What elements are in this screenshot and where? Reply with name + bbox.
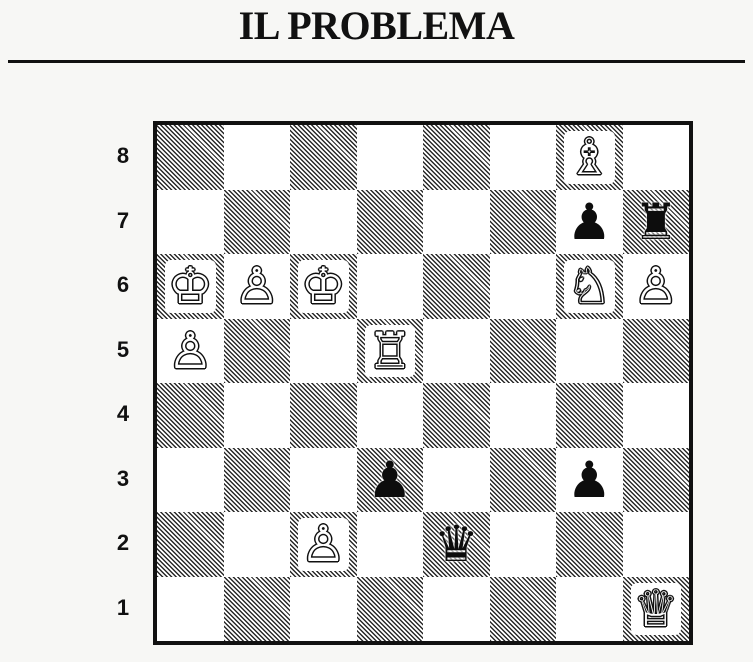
rank-label-8: 8 [108,143,138,169]
square-g4[interactable] [556,383,623,448]
square-d6[interactable] [357,254,424,319]
square-c1[interactable] [290,577,357,642]
square-h5[interactable] [623,319,690,384]
square-b8[interactable] [224,125,291,190]
square-b5[interactable] [224,319,291,384]
square-a6[interactable]: ♔ [157,254,224,319]
square-f5[interactable] [490,319,557,384]
square-f6[interactable] [490,254,557,319]
square-c3[interactable] [290,448,357,513]
square-h8[interactable] [623,125,690,190]
square-d3[interactable]: ♟ [357,448,424,513]
white-pawn-icon[interactable]: ♙ [633,261,678,311]
square-e8[interactable] [423,125,490,190]
rank-label-6: 6 [108,272,138,298]
square-g8[interactable]: ♗ [556,125,623,190]
white-queen-icon[interactable]: ♕ [633,584,678,634]
square-c7[interactable] [290,190,357,255]
square-h1[interactable]: ♕ [623,577,690,642]
square-c2[interactable]: ♙ [290,512,357,577]
square-d4[interactable] [357,383,424,448]
square-a5[interactable]: ♙ [157,319,224,384]
chess-board: ♗ ♟ ♜ ♔ ♙ ♔ ♘ ♙ ♙ ♖ ♟ ♟ ♙ ♛ ♕ [153,121,693,645]
square-f1[interactable] [490,577,557,642]
black-pawn-icon[interactable]: ♟ [367,455,412,505]
white-bishop-icon[interactable]: ♗ [567,132,612,182]
square-d5[interactable]: ♖ [357,319,424,384]
square-d7[interactable] [357,190,424,255]
square-b6[interactable]: ♙ [224,254,291,319]
black-rook-icon[interactable]: ♜ [633,197,678,247]
square-f4[interactable] [490,383,557,448]
white-pawn-icon[interactable]: ♙ [168,326,213,376]
square-g5[interactable] [556,319,623,384]
scan-artifacts [150,646,690,662]
square-h2[interactable] [623,512,690,577]
white-knight-icon[interactable]: ♘ [567,261,612,311]
white-rook-icon[interactable]: ♖ [367,326,412,376]
square-e4[interactable] [423,383,490,448]
square-d1[interactable] [357,577,424,642]
square-b7[interactable] [224,190,291,255]
square-g7[interactable]: ♟ [556,190,623,255]
square-b3[interactable] [224,448,291,513]
square-f8[interactable] [490,125,557,190]
rank-label-5: 5 [108,337,138,363]
square-d2[interactable] [357,512,424,577]
square-b2[interactable] [224,512,291,577]
square-c4[interactable] [290,383,357,448]
square-a4[interactable] [157,383,224,448]
page-title: IL PROBLEMA [0,2,753,49]
square-b4[interactable] [224,383,291,448]
square-h6[interactable]: ♙ [623,254,690,319]
black-pawn-icon[interactable]: ♟ [567,197,612,247]
square-e2[interactable]: ♛ [423,512,490,577]
white-king-icon[interactable]: ♔ [301,261,346,311]
black-pawn-icon[interactable]: ♟ [567,455,612,505]
square-a2[interactable] [157,512,224,577]
square-h4[interactable] [623,383,690,448]
square-e5[interactable] [423,319,490,384]
square-e6[interactable] [423,254,490,319]
square-a8[interactable] [157,125,224,190]
rank-label-7: 7 [108,208,138,234]
square-e7[interactable] [423,190,490,255]
white-king-icon[interactable]: ♔ [168,261,213,311]
square-b1[interactable] [224,577,291,642]
white-pawn-icon[interactable]: ♙ [234,261,279,311]
square-g2[interactable] [556,512,623,577]
square-e3[interactable] [423,448,490,513]
rank-label-4: 4 [108,401,138,427]
square-c5[interactable] [290,319,357,384]
square-f3[interactable] [490,448,557,513]
square-a1[interactable] [157,577,224,642]
square-h7[interactable]: ♜ [623,190,690,255]
square-f7[interactable] [490,190,557,255]
square-a7[interactable] [157,190,224,255]
rank-label-2: 2 [108,530,138,556]
square-c8[interactable] [290,125,357,190]
square-d8[interactable] [357,125,424,190]
square-g6[interactable]: ♘ [556,254,623,319]
rank-label-3: 3 [108,466,138,492]
black-queen-icon[interactable]: ♛ [434,519,479,569]
square-g1[interactable] [556,577,623,642]
square-g3[interactable]: ♟ [556,448,623,513]
square-h3[interactable] [623,448,690,513]
white-pawn-icon[interactable]: ♙ [301,519,346,569]
square-c6[interactable]: ♔ [290,254,357,319]
title-divider [8,60,745,63]
rank-label-1: 1 [108,595,138,621]
square-e1[interactable] [423,577,490,642]
square-f2[interactable] [490,512,557,577]
square-a3[interactable] [157,448,224,513]
